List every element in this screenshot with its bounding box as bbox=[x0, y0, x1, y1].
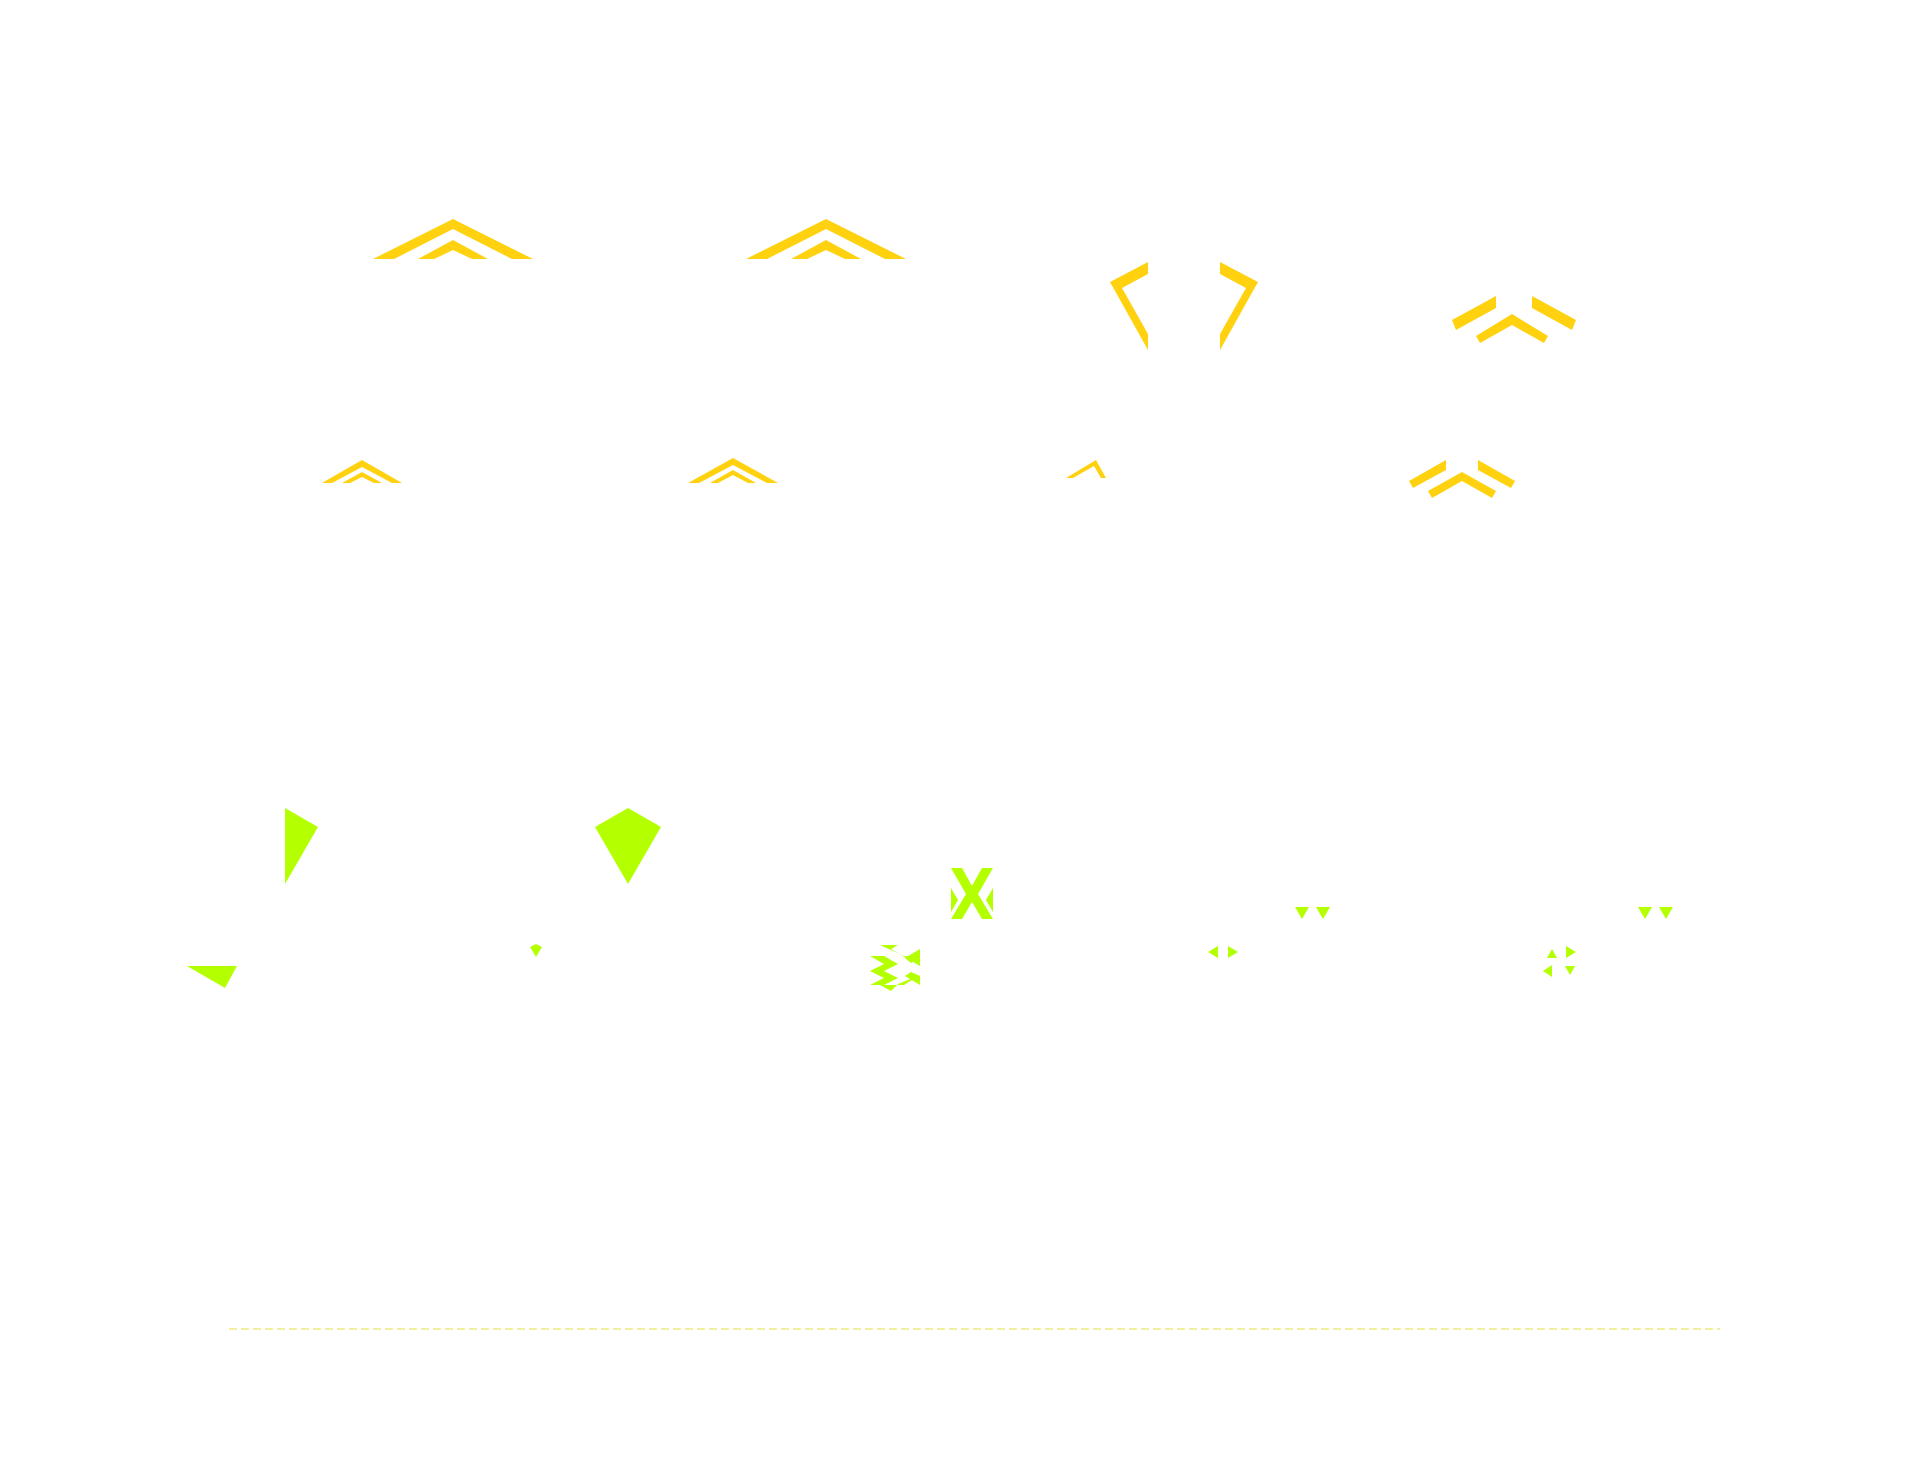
triangle-four-way-icon bbox=[1543, 946, 1576, 977]
kite-down-icon bbox=[595, 808, 661, 884]
double-chevron-up-icon bbox=[746, 219, 906, 259]
triangle-down-pair-icon bbox=[1638, 907, 1673, 919]
chevron-left-right-pair-icon bbox=[1110, 262, 1258, 350]
split-chevron-up-icon bbox=[1452, 296, 1576, 343]
triangle-left-right-icon bbox=[1208, 946, 1238, 958]
x-arrow-icon bbox=[951, 868, 993, 919]
double-chevron-up-icon bbox=[322, 460, 402, 483]
diamond-small-icon bbox=[530, 944, 542, 957]
triangle-down-pair-icon bbox=[1295, 907, 1330, 919]
double-chevron-up-icon bbox=[688, 458, 778, 483]
double-chevron-left-icon bbox=[870, 945, 920, 991]
triangle-left-half-icon bbox=[285, 808, 318, 884]
split-chevron-up-icon bbox=[1409, 460, 1515, 498]
double-chevron-up-icon bbox=[373, 219, 533, 259]
triangle-down-flat-icon bbox=[187, 966, 237, 988]
chevron-up-partial-icon bbox=[1066, 460, 1106, 478]
